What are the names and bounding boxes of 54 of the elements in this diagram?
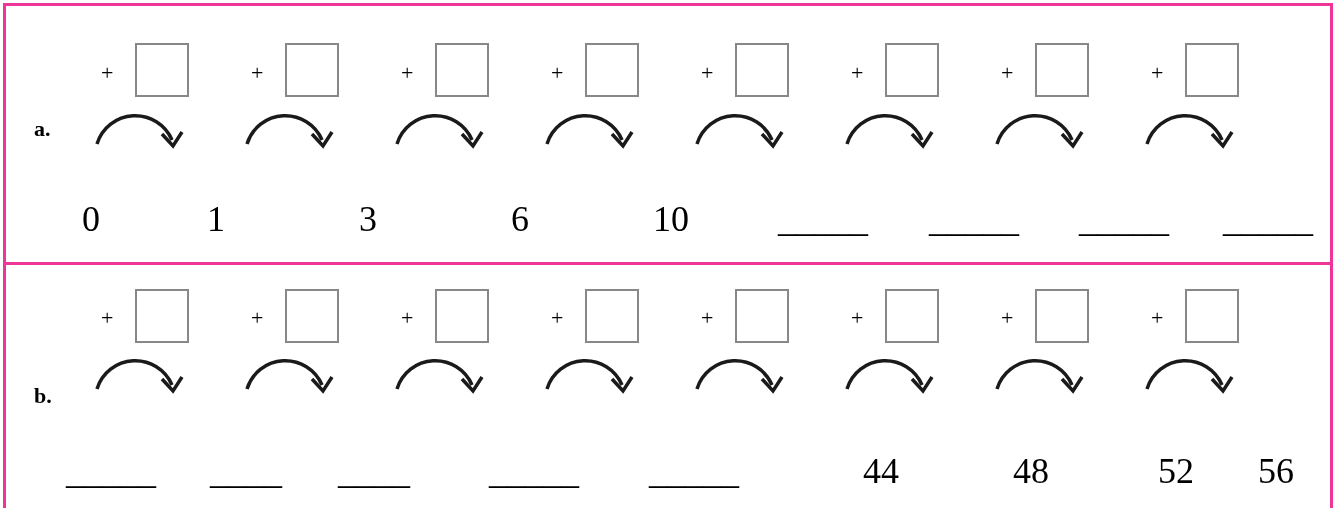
plus-sign: + — [551, 305, 564, 331]
answer-box — [1185, 289, 1239, 343]
sequence-number: 48 — [1013, 450, 1049, 492]
plus-sign: + — [701, 305, 714, 331]
exercise-panel — [3, 262, 1333, 508]
fill-in-line: _____ — [1079, 198, 1169, 240]
plus-sign: + — [1151, 305, 1164, 331]
sequence-number: 1 — [207, 198, 225, 240]
answer-box — [585, 289, 639, 343]
fill-in-line: _____ — [649, 450, 739, 492]
fill-in-line: _____ — [66, 450, 156, 492]
plus-sign: + — [401, 305, 414, 331]
answer-box — [585, 43, 639, 97]
plus-sign: + — [401, 60, 414, 86]
plus-sign: + — [1001, 60, 1014, 86]
sequence-number: 52 — [1158, 450, 1194, 492]
plus-sign: + — [101, 305, 114, 331]
fill-in-line: _____ — [778, 198, 868, 240]
sequence-number: 10 — [653, 198, 689, 240]
exercise-letter: b. — [34, 383, 52, 409]
fill-in-line: _____ — [929, 198, 1019, 240]
fill-in-line: ____ — [338, 450, 410, 492]
answer-box — [285, 289, 339, 343]
plus-sign: + — [1151, 60, 1164, 86]
fill-in-line: _____ — [489, 450, 579, 492]
exercise-letter: a. — [34, 116, 51, 142]
answer-box — [735, 43, 789, 97]
plus-sign: + — [101, 60, 114, 86]
answer-box — [435, 43, 489, 97]
sequence-number: 44 — [863, 450, 899, 492]
answer-box — [435, 289, 489, 343]
sequence-number: 3 — [359, 198, 377, 240]
plus-sign: + — [701, 60, 714, 86]
fill-in-line: ____ — [210, 450, 282, 492]
answer-box — [135, 43, 189, 97]
plus-sign: + — [251, 305, 264, 331]
answer-box — [285, 43, 339, 97]
sequence-number: 6 — [511, 198, 529, 240]
plus-sign: + — [1001, 305, 1014, 331]
sequence-number: 0 — [82, 198, 100, 240]
plus-sign: + — [251, 60, 264, 86]
answer-box — [885, 43, 939, 97]
sequence-number: 56 — [1258, 450, 1294, 492]
answer-box — [1035, 43, 1089, 97]
answer-box — [885, 289, 939, 343]
plus-sign: + — [851, 305, 864, 331]
answer-box — [1035, 289, 1089, 343]
exercise-panel — [3, 3, 1333, 265]
answer-box — [135, 289, 189, 343]
fill-in-line: _____ — [1223, 198, 1313, 240]
plus-sign: + — [551, 60, 564, 86]
answer-box — [1185, 43, 1239, 97]
plus-sign: + — [851, 60, 864, 86]
answer-box — [735, 289, 789, 343]
